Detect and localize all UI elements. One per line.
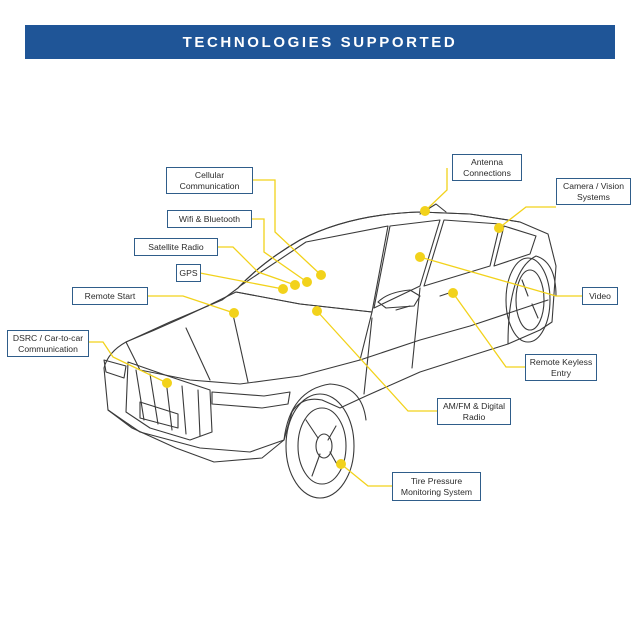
dot-antenna — [420, 206, 430, 216]
label-am-fm-digital-radio: AM/FM & Digital Radio — [437, 398, 511, 425]
car-sketch — [103, 203, 557, 499]
leader-satellite — [218, 246, 296, 286]
leader-keyless — [452, 292, 525, 368]
leader-cellular — [253, 179, 322, 276]
callout-dots — [162, 206, 504, 469]
dot-remote-start — [229, 308, 239, 318]
leader-wifi — [252, 218, 308, 283]
label-satellite-radio: Satellite Radio — [134, 238, 218, 256]
callout-lines — [89, 168, 582, 487]
label-antenna-connections: Antenna Connections — [452, 154, 522, 181]
label-dsrc-communication: DSRC / Car-to-car Communication — [7, 330, 89, 357]
dot-wifi — [302, 277, 312, 287]
dot-tpms — [336, 459, 346, 469]
label-cellular-communication: Cellular Communication — [166, 167, 253, 194]
page-title: TECHNOLOGIES SUPPORTED — [182, 33, 458, 51]
leader-remote-start — [148, 295, 235, 314]
dot-camera — [494, 223, 504, 233]
label-camera-vision-systems: Camera / Vision Systems — [556, 178, 631, 205]
leader-tpms — [340, 463, 392, 487]
leader-video — [419, 256, 582, 297]
dot-cellular — [316, 270, 326, 280]
leader-gps — [199, 272, 284, 290]
dot-video — [415, 252, 425, 262]
label-video: Video — [582, 287, 618, 305]
label-gps: GPS — [176, 264, 201, 282]
dot-dsrc — [162, 378, 172, 388]
leader-camera — [498, 206, 556, 229]
dot-amfm — [312, 306, 322, 316]
header-banner: TECHNOLOGIES SUPPORTED — [25, 25, 615, 59]
leader-dsrc — [89, 341, 168, 384]
label-remote-keyless-entry: Remote Keyless Entry — [525, 354, 597, 381]
leader-antenna — [424, 168, 448, 212]
dot-satellite — [290, 280, 300, 290]
leader-amfm — [316, 310, 437, 412]
label-tire-pressure-monitoring: Tire Pressure Monitoring System — [392, 472, 481, 501]
label-wifi-bluetooth: Wifi & Bluetooth — [167, 210, 252, 228]
dot-keyless — [448, 288, 458, 298]
dot-gps — [278, 284, 288, 294]
label-remote-start: Remote Start — [72, 287, 148, 305]
